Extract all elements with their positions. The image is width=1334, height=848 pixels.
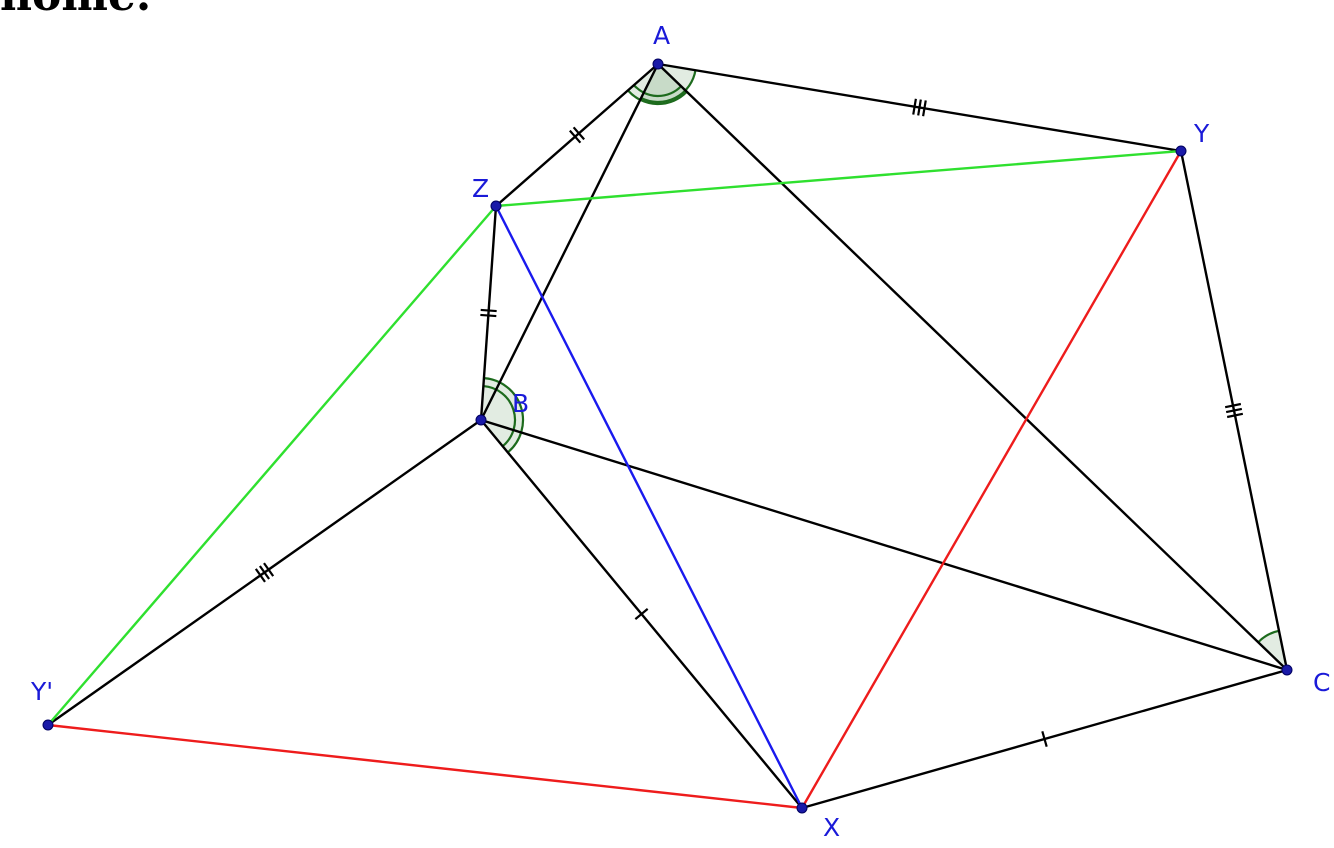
tick bbox=[922, 100, 927, 117]
angle-A-Y-arc-1 bbox=[640, 70, 697, 104]
point-Z bbox=[490, 200, 502, 212]
segment-Z-X bbox=[494, 204, 804, 810]
label-Y: Y bbox=[1193, 119, 1210, 148]
angle-B-arc-1 bbox=[483, 377, 525, 454]
angle-A-arc-2 bbox=[633, 84, 682, 98]
tick-mark-A-Y bbox=[912, 98, 927, 117]
tick bbox=[634, 608, 649, 620]
tick-mark-X-C bbox=[1041, 731, 1048, 747]
label-Z: Z bbox=[472, 174, 489, 203]
label-X: X bbox=[823, 813, 840, 842]
tick bbox=[254, 568, 266, 583]
tick bbox=[480, 308, 497, 313]
point-Yp bbox=[42, 719, 54, 731]
segment-Yp-X bbox=[46, 723, 804, 810]
tick bbox=[1226, 412, 1244, 419]
points bbox=[42, 58, 1293, 814]
point-labels: A Y Z B C Y' X bbox=[30, 21, 1330, 842]
equal-length-ticks bbox=[254, 98, 1244, 747]
segment-A-Z bbox=[494, 62, 660, 208]
point-B bbox=[475, 414, 487, 426]
tick bbox=[263, 562, 275, 577]
tick-mark-A-Z bbox=[569, 126, 585, 144]
angle-B-arc-2 bbox=[483, 384, 517, 448]
tick bbox=[480, 313, 497, 318]
point-Y bbox=[1175, 145, 1187, 157]
point-X bbox=[796, 802, 808, 814]
segment-A-C bbox=[656, 62, 1289, 672]
tick-mark-Z-B bbox=[480, 308, 497, 318]
tick-mark-B-Yp bbox=[254, 562, 275, 583]
segment-B-C bbox=[479, 418, 1289, 672]
label-C: C bbox=[1313, 668, 1330, 697]
label-Yp: Y' bbox=[30, 677, 53, 706]
tick bbox=[917, 99, 922, 116]
point-A bbox=[652, 58, 664, 70]
segment-Y-X bbox=[800, 149, 1183, 810]
point-C bbox=[1281, 664, 1293, 676]
tick bbox=[258, 565, 271, 580]
angle-marks bbox=[481, 64, 1287, 670]
tick bbox=[572, 126, 585, 141]
tick-mark-Y-C bbox=[1224, 402, 1244, 419]
tick bbox=[1225, 407, 1243, 414]
angle-A-arc-1 bbox=[627, 89, 688, 106]
tick bbox=[1224, 402, 1242, 409]
segment-Z-B bbox=[479, 204, 498, 422]
segment-Z-Yp bbox=[46, 204, 498, 727]
cropped-heading-text: home. bbox=[0, 0, 151, 21]
segments bbox=[46, 62, 1289, 810]
tick bbox=[912, 98, 917, 115]
tick-mark-B-X bbox=[634, 608, 649, 620]
label-B: B bbox=[512, 389, 529, 418]
angle-A-Y-mark bbox=[640, 64, 697, 104]
label-A: A bbox=[653, 21, 670, 50]
segment-A-B bbox=[479, 62, 660, 422]
segment-Z-Y bbox=[494, 149, 1183, 208]
tick bbox=[569, 129, 582, 144]
tick bbox=[1041, 731, 1048, 747]
